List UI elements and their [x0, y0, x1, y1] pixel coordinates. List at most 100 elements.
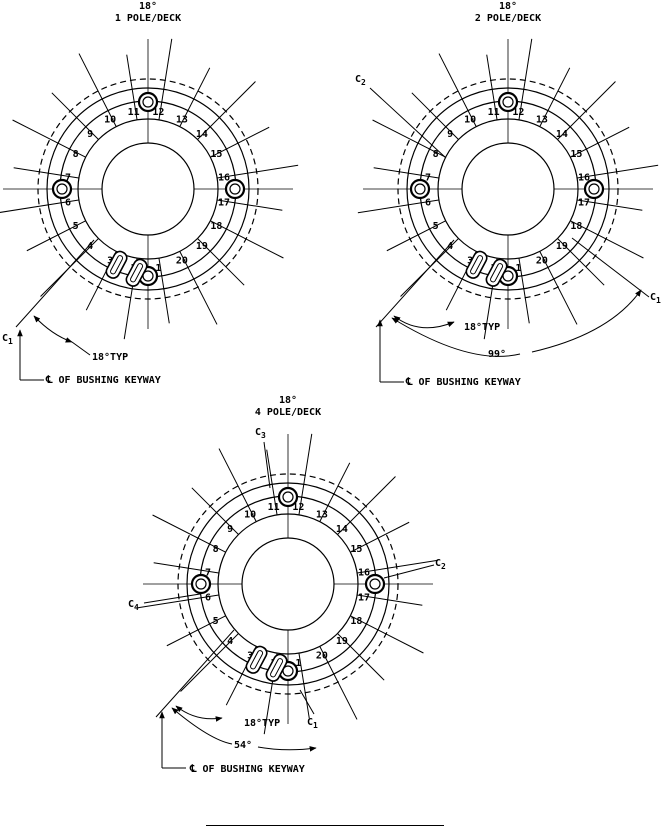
terminal-line — [217, 199, 283, 211]
figure-2-title-angle: 18° — [499, 1, 517, 12]
terminal-line — [357, 559, 439, 574]
terminal-line — [126, 54, 138, 120]
terminal-label: 19 — [196, 241, 208, 252]
terminal-line — [539, 251, 578, 325]
terminal-line — [577, 164, 659, 179]
terminal-line — [51, 92, 99, 140]
terminal-label: 8 — [433, 149, 439, 160]
figure-2-contact-c2: C2 — [355, 74, 366, 87]
terminal-line — [372, 119, 446, 158]
figure-3-title-angle: 18° — [279, 395, 297, 406]
terminal-label: 12 — [292, 502, 304, 513]
terminal-line — [217, 164, 299, 179]
terminal-label: 15 — [570, 149, 582, 160]
terminal-label: 16 — [218, 173, 230, 184]
terminal-line — [26, 220, 86, 252]
figure-3-keyway-label: ℄ OF BUSHING KEYWAY — [189, 764, 305, 775]
terminal-label: 3 — [467, 255, 473, 266]
terminal-label: 7 — [425, 173, 431, 184]
terminal-line — [158, 258, 170, 324]
terminal-label: 18 — [210, 221, 222, 232]
terminal-label: 6 — [425, 197, 431, 208]
terminal-label: 9 — [87, 129, 93, 140]
terminal-line — [210, 220, 284, 259]
terminal-label: 10 — [104, 115, 116, 126]
terminal-label: 19 — [336, 636, 348, 647]
terminal-label: 1 — [155, 263, 161, 274]
terminal-line — [0, 199, 79, 213]
terminal-line — [518, 258, 530, 324]
figure-1-pole: 18° 1 POLE/DECK 123456789101112131415161… — [0, 1, 299, 386]
terminal-label: 14 — [556, 129, 568, 140]
terminal-label: 17 — [358, 592, 370, 603]
terminal-line — [577, 199, 643, 211]
terminal-label: 3 — [107, 255, 113, 266]
terminal-label: 7 — [65, 173, 71, 184]
terminal-line — [438, 53, 477, 127]
figure-2-typ-arc — [393, 315, 455, 329]
terminal-label: 5 — [73, 221, 79, 232]
terminal-label: 5 — [433, 221, 439, 232]
figure-3-typ-label: 18°TYP — [244, 718, 280, 729]
terminal-line — [350, 615, 424, 654]
terminal-label: 6 — [205, 592, 211, 603]
figure-2-title: 2 POLE/DECK — [475, 13, 541, 24]
figure-3-angle-label: 54° — [234, 740, 252, 751]
figure-4-pole: 18° 4 POLE/DECK 123456789101112131415161… — [128, 395, 446, 775]
terminal-label: 14 — [336, 524, 348, 535]
terminal-label: 13 — [176, 115, 188, 126]
dashed-ring — [37, 78, 259, 300]
terminal-line — [557, 238, 605, 286]
terminal-line — [518, 38, 533, 120]
figure-3-contact-c2: C2 — [435, 558, 446, 571]
figure-1-typ-arc — [33, 315, 73, 343]
shaft-circle — [241, 537, 335, 631]
figure-3-contact-c4: C4 — [128, 599, 139, 612]
inner-ring — [437, 118, 579, 260]
terminal-label: 14 — [196, 129, 208, 140]
terminal-label: 17 — [578, 197, 590, 208]
terminal-line — [266, 449, 278, 515]
terminal-line — [179, 251, 218, 325]
terminal-label: 4 — [87, 241, 93, 252]
figure-1-deck: 1234567891011121314151617181920 — [0, 38, 299, 340]
terminal-line — [218, 448, 257, 522]
terminal-line — [152, 514, 226, 553]
figure-1-keyway-label: ℄ OF BUSHING KEYWAY — [45, 375, 161, 386]
bottom-rule — [206, 825, 444, 826]
terminal-label: 13 — [536, 115, 548, 126]
terminal-line — [78, 53, 117, 127]
terminal-label: 17 — [218, 197, 230, 208]
terminal-label: 4 — [227, 636, 233, 647]
terminal-line — [166, 615, 226, 647]
terminal-line — [350, 521, 410, 553]
figure-2-pole: 18° 2 POLE/DECK 123456789101112131415161… — [355, 1, 661, 388]
terminal-line — [337, 476, 396, 535]
figure-1-typ-label: 18°TYP — [92, 352, 128, 363]
terminal-label: 8 — [73, 149, 79, 160]
terminal-line — [158, 38, 173, 120]
shaft-circle — [461, 142, 555, 236]
terminal-line — [319, 462, 351, 522]
terminal-line — [197, 238, 245, 286]
terminal-line — [357, 594, 423, 606]
terminal-label: 13 — [316, 510, 328, 521]
inner-ring — [217, 513, 359, 655]
terminal-line — [191, 487, 239, 535]
dashed-ring — [177, 473, 399, 695]
terminal-label: 11 — [268, 502, 280, 513]
outer-ring — [406, 87, 610, 291]
figure-3-contact-c3: C3 — [255, 427, 266, 440]
terminal-line — [13, 167, 79, 179]
terminal-label: 11 — [488, 107, 500, 118]
terminal-label: 20 — [176, 255, 188, 266]
figure-2-keyway-label: ℄ OF BUSHING KEYWAY — [405, 377, 521, 388]
terminal-line — [319, 646, 358, 720]
terminal-label: 18 — [350, 616, 362, 627]
terminal-line — [357, 199, 439, 214]
figure-1-title: 1 POLE/DECK — [115, 13, 181, 24]
terminal-label: 20 — [536, 255, 548, 266]
terminal-line — [570, 126, 630, 158]
shaft-circle — [101, 142, 195, 236]
figure-3-contact-c1: C1 — [307, 717, 318, 730]
